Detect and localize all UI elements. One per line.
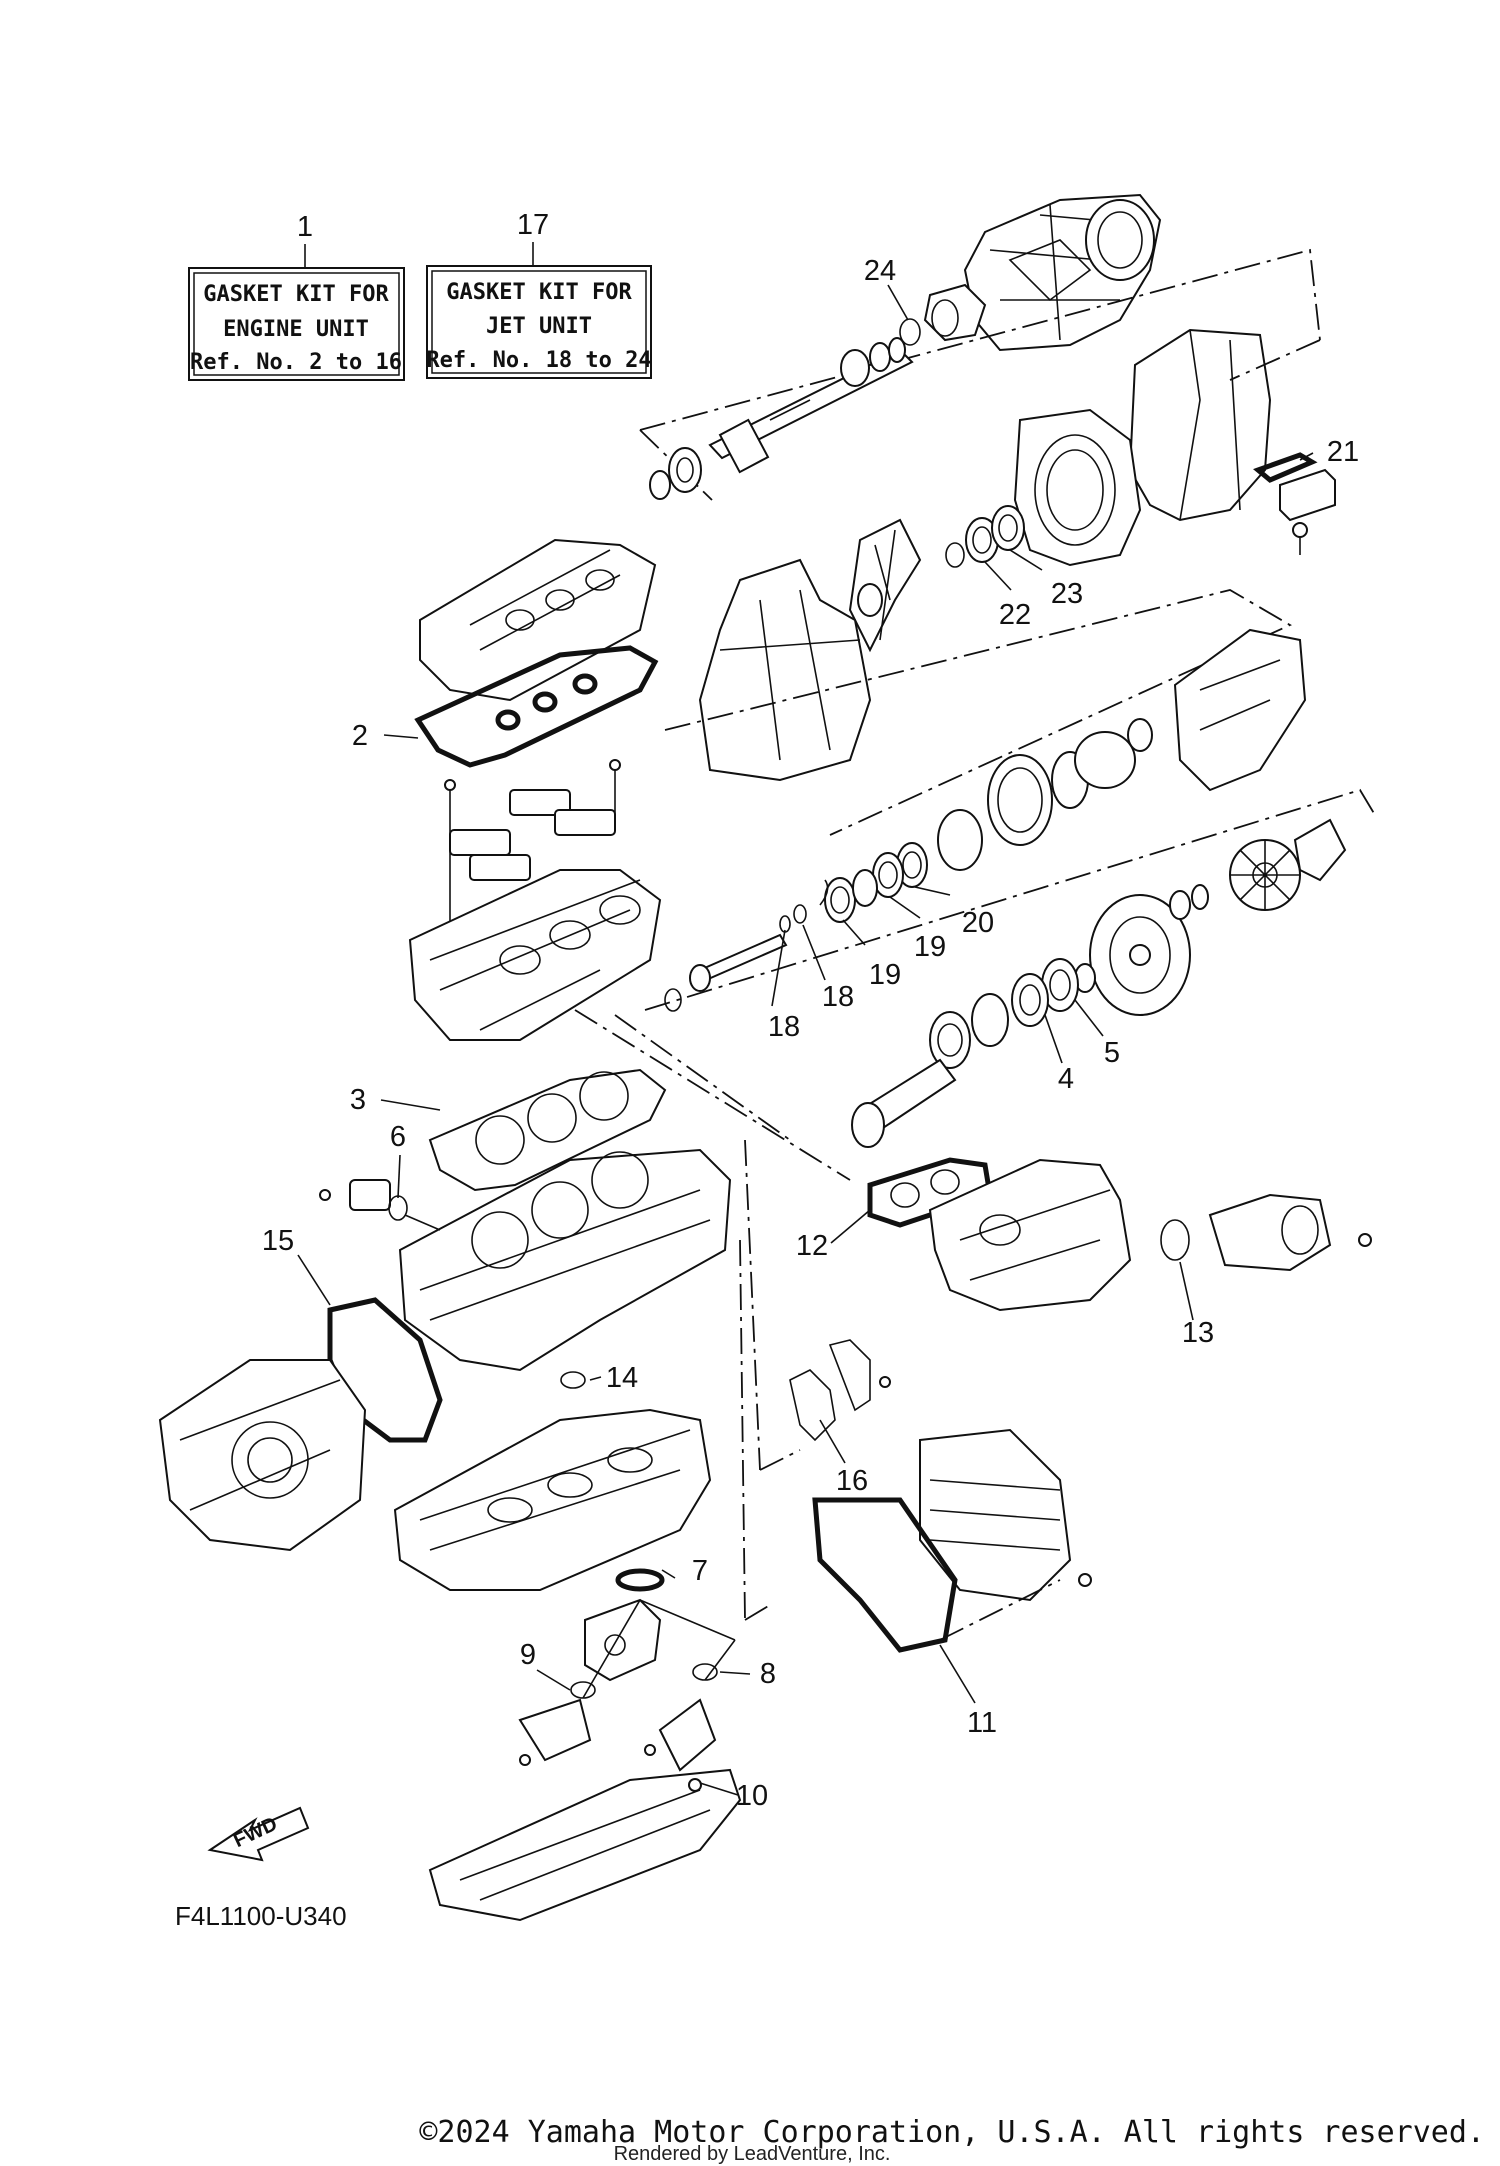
impeller-drawing <box>848 518 922 653</box>
ring-18-lower <box>779 915 791 933</box>
callout-5: 5 <box>1104 1037 1120 1069</box>
strainer-right <box>658 1698 717 1772</box>
callout-24: 24 <box>864 255 896 287</box>
sensor-6-drawing <box>319 1179 441 1231</box>
callout-21: 21 <box>1327 436 1359 468</box>
kit-box-jet: 17 GASKET KIT FOR JET UNIT Ref. No. 18 t… <box>426 209 652 379</box>
head-cover-drawing <box>419 538 657 702</box>
seals-4-5 <box>1011 884 1209 1027</box>
gasket-13 <box>1160 1219 1190 1261</box>
rendered-by-credit: Rendered by LeadVenture, Inc. <box>614 2143 891 2165</box>
kit-box-engine-line2: ENGINE UNIT <box>223 317 369 342</box>
kit-box-jet-line1: GASKET KIT FOR <box>446 280 632 305</box>
seal-19-lower <box>824 877 856 923</box>
intake-bracket-drawing <box>698 558 872 782</box>
head-manifold-line <box>574 1009 851 1181</box>
jet-cone-drawing <box>923 283 987 342</box>
gasket-8 <box>692 1663 718 1681</box>
fwd-arrow: FWD <box>207 1806 310 1862</box>
callout-6: 6 <box>390 1121 406 1153</box>
kit-box-engine: 1 GASKET KIT FOR ENGINE UNIT Ref. No. 2 … <box>188 211 405 381</box>
callout-23: 23 <box>1051 578 1083 610</box>
callout-15: 15 <box>262 1225 294 1257</box>
oil-pump-drawing <box>584 1598 662 1682</box>
kit-box-jet-line3: Ref. No. 18 to 24 <box>426 348 651 373</box>
jet-nozzle-drawing <box>963 193 1162 352</box>
pump-housing-drawing <box>1173 628 1307 792</box>
muffler-drawing <box>1208 1193 1372 1272</box>
bearing-drawing <box>851 993 1009 1148</box>
callout-10: 10 <box>736 1780 768 1812</box>
copyright-notice: ©2024 Yamaha Motor Corporation, U.S.A. A… <box>419 2115 1485 2150</box>
head-gasket-3 <box>428 1068 667 1192</box>
callout-20: 20 <box>962 907 994 939</box>
o-ring-24 <box>899 318 921 346</box>
oil-pan-drawing <box>428 1768 742 1922</box>
oil-cooler-drawing <box>919 1428 1092 1602</box>
engine-frame-right <box>744 1139 761 1471</box>
callout-4: 4 <box>1058 1063 1074 1095</box>
shaft-frame-line <box>644 788 1376 1011</box>
callout-12: 12 <box>796 1230 828 1262</box>
callout-19-upper: 19 <box>914 931 946 963</box>
callout-18-upper: 18 <box>822 981 854 1013</box>
callout-11: 11 <box>967 1707 997 1739</box>
seal-23 <box>991 505 1025 551</box>
cylinder-head-drawing <box>408 869 662 1041</box>
callout-13: 13 <box>1182 1317 1214 1349</box>
callout-7: 7 <box>692 1555 708 1587</box>
side-cover-drawing <box>158 1359 367 1552</box>
callout-2: 2 <box>352 720 368 752</box>
o-ring-14 <box>560 1371 586 1389</box>
callout-8: 8 <box>760 1658 776 1690</box>
callout-9: 9 <box>520 1639 536 1671</box>
gasket-11 <box>812 1497 958 1653</box>
callout-19-lower: 19 <box>869 959 901 991</box>
callout-numbers: 2 3 4 5 6 7 8 9 10 11 12 13 14 15 16 18 … <box>262 255 1359 1812</box>
head-cover-gasket-2 <box>414 645 659 768</box>
callout-3: 3 <box>350 1084 366 1116</box>
cover-16-drawing <box>789 1339 891 1442</box>
pulley-drawing <box>1074 894 1191 1016</box>
drive-shaft-drawing <box>649 337 914 500</box>
gasket-7 <box>615 1568 665 1592</box>
crankcase-drawing <box>393 1408 712 1591</box>
diagram-code: F4L1100-U340 <box>175 1901 347 1931</box>
callout-leaders <box>297 284 1314 1796</box>
shaft-drawing <box>698 933 788 982</box>
ring-small <box>945 542 965 568</box>
kit-box-engine-line3: Ref. No. 2 to 16 <box>190 350 402 375</box>
fan-drawing <box>1229 818 1347 911</box>
ring-18-upper <box>793 904 807 924</box>
kit-box-jet-line2: JET UNIT <box>486 314 592 339</box>
strainer-left <box>518 1698 592 1762</box>
callout-18-lower: 18 <box>768 1011 800 1043</box>
callout-16: 16 <box>836 1465 868 1497</box>
kit-box-engine-line1: GASKET KIT FOR <box>203 282 389 307</box>
rotor-drawing <box>937 718 1153 871</box>
cylinder-block-drawing <box>398 1148 732 1372</box>
jet-frame-line-middle <box>664 589 1292 836</box>
callout-14: 14 <box>606 1362 638 1394</box>
callout-22: 22 <box>999 599 1031 631</box>
cam-caps-drawing <box>444 759 621 960</box>
kit-box-jet-number: 17 <box>517 209 549 241</box>
exhaust-manifold-drawing <box>928 1158 1132 1312</box>
jet-housing-drawing <box>1013 328 1321 567</box>
plate-21-drawing <box>1253 452 1336 555</box>
kit-box-engine-number: 1 <box>297 211 313 243</box>
